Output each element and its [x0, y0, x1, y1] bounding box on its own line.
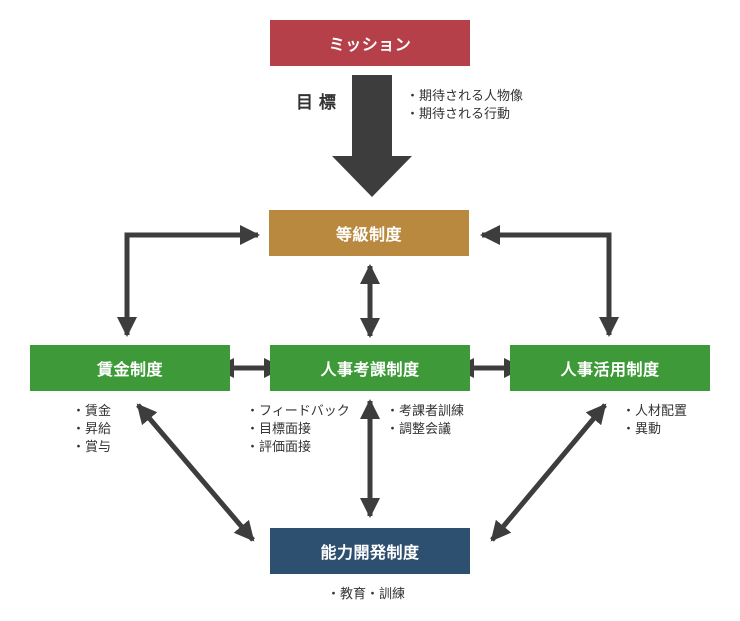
evaluation-note: ・考課者訓練 [386, 404, 465, 419]
goal-notes: ・期待される人物像 ・期待される行動 [406, 88, 523, 124]
capability-note: ・教育・訓練 [327, 587, 406, 602]
grade-wage-arrow [117, 225, 260, 337]
evaluation-note: ・調整会議 [386, 422, 452, 437]
goal-note: ・期待される人物像 [406, 89, 524, 104]
mission-label: ミッション [328, 35, 412, 54]
evaluation-note: ・目標面接 [246, 422, 312, 437]
wage-note: ・賃金 [72, 404, 112, 419]
evaluation-note: ・評価面接 [246, 440, 312, 455]
evaluation-notes-right: ・考課者訓練 ・調整会議 [386, 403, 464, 439]
goal-arrow [332, 75, 412, 197]
evaluation-notes-left: ・フィードバック ・目標面接 ・評価面接 [246, 403, 350, 457]
mission-box: ミッション [270, 20, 470, 66]
capability-notes: ・教育・訓練 [327, 586, 405, 604]
wage-note: ・昇給 [72, 422, 112, 437]
utilization-system-label: 人事活用制度 [560, 360, 660, 379]
utilization-system-box: 人事活用制度 [510, 345, 710, 391]
evaluation-system-box: 人事考課制度 [270, 345, 470, 391]
grade-system-label: 等級制度 [335, 225, 402, 244]
grade-utilization-arrow [480, 225, 619, 337]
wage-capability-arrow [136, 403, 255, 542]
wage-system-box: 賃金制度 [30, 345, 230, 391]
wage-note: ・賞与 [72, 440, 112, 455]
evaluation-system-label: 人事考課制度 [320, 360, 420, 379]
utilization-note: ・人材配置 [622, 404, 688, 419]
wage-notes: ・賃金 ・昇給 ・賞与 [72, 403, 111, 457]
capability-system-box: 能力開発制度 [270, 528, 470, 574]
utilization-capability-arrow [490, 403, 607, 542]
utilization-note: ・異動 [622, 422, 662, 437]
goal-label: 目 標 [296, 93, 336, 113]
grade-system-box: 等級制度 [269, 210, 469, 256]
wage-system-label: 賃金制度 [96, 360, 163, 379]
goal-note: ・期待される行動 [406, 107, 511, 122]
evaluation-note: ・フィードバック [246, 404, 350, 419]
utilization-notes: ・人材配置 ・異動 [622, 403, 687, 439]
capability-system-label: 能力開発制度 [320, 543, 420, 562]
